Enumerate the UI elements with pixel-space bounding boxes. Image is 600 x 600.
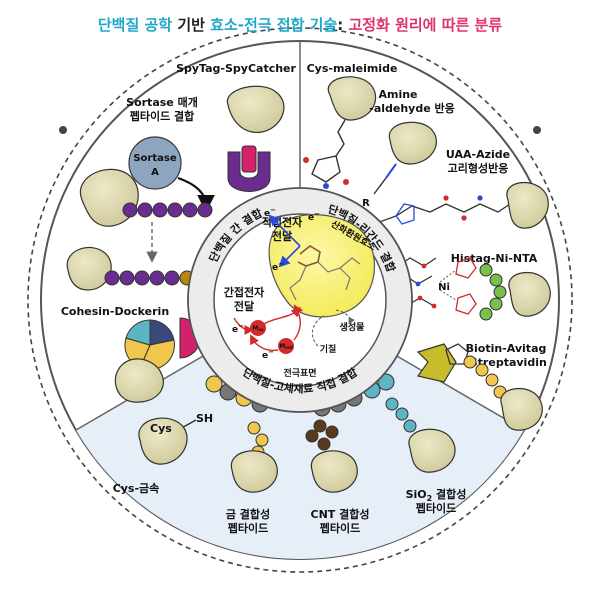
blob-right-5 bbox=[500, 387, 543, 431]
sio2-label-2: 펩타이드 bbox=[416, 501, 456, 515]
blob-bottom-4 bbox=[408, 428, 456, 473]
amine-label-1: Amine bbox=[378, 88, 417, 101]
indirect-arrow-1 bbox=[233, 317, 255, 335]
blob-bottom-3 bbox=[310, 450, 358, 493]
mediator-red-label: Mred bbox=[279, 343, 293, 350]
indirect-transfer-label-2: 전달 bbox=[234, 299, 254, 313]
blob-right-1 bbox=[327, 76, 376, 121]
blob-left-2 bbox=[66, 246, 112, 291]
amine-link-1 bbox=[385, 163, 397, 179]
spytag-label: SpyTag-SpyCatcher bbox=[176, 62, 296, 75]
biotin-label-1: Biotin-Avitag bbox=[466, 342, 547, 355]
mediator-ox-label: Mox bbox=[252, 325, 264, 332]
sortase-label-2: 펩타이드 결합 bbox=[130, 109, 195, 123]
cnt-peptide-beads bbox=[305, 419, 339, 451]
maleimide-n bbox=[323, 183, 329, 189]
blob-bottom-1 bbox=[138, 417, 188, 465]
sortase-a-circle bbox=[128, 136, 182, 190]
r-group-label: R bbox=[362, 198, 370, 209]
product-label: 생성물 bbox=[340, 321, 365, 333]
sortase-name: Sortase bbox=[133, 153, 176, 164]
ring-dot-right bbox=[533, 126, 541, 134]
bottom-sector-bg bbox=[76, 300, 524, 559]
uaa-o-1 bbox=[443, 195, 449, 201]
histag-bead-chain bbox=[479, 263, 507, 321]
sortase-bead-chain-1 bbox=[122, 202, 213, 218]
mediator-red bbox=[278, 338, 294, 354]
sio2-label-1: SiO2 결합성 bbox=[406, 487, 467, 503]
substrate-label: 기질 bbox=[320, 343, 337, 355]
electron-direct-1: e− bbox=[264, 206, 276, 219]
cnt-label-1: CNT 결합성 bbox=[311, 507, 370, 521]
electrode-surface-label: 전극표면 bbox=[283, 367, 316, 379]
divider-bottom-right bbox=[389, 351, 525, 431]
spycatcher-cup bbox=[227, 151, 271, 192]
blob-right-2 bbox=[388, 121, 438, 165]
histag-label: Histag-Ni-NTA bbox=[451, 252, 538, 265]
cnt-label-2: 펩타이드 bbox=[320, 521, 360, 535]
direct-arrow-1 bbox=[268, 214, 301, 247]
gold-label-1: 금 결합성 bbox=[226, 507, 270, 521]
electron-direct-3: e− bbox=[272, 260, 284, 273]
cohesin-label: Cohesin-Dockerin bbox=[61, 305, 169, 318]
uaa-chain bbox=[373, 203, 511, 225]
sio2-peptide-beads bbox=[385, 397, 417, 433]
cys-maleimide-label: Cys-maleimide bbox=[307, 62, 398, 75]
indirect-arrow-4 bbox=[263, 307, 301, 325]
blob-left-3 bbox=[114, 358, 164, 403]
sh-label: SH bbox=[196, 412, 213, 425]
blob-right-3 bbox=[506, 181, 549, 229]
electron-indirect-1: e− bbox=[232, 322, 244, 335]
spytag-peg bbox=[241, 145, 257, 173]
cys-metal-label: Cys-금속 bbox=[113, 482, 160, 495]
triazole-ring bbox=[395, 203, 415, 225]
ni-label: Ni bbox=[438, 282, 450, 293]
left-panel: SpyTag-SpyCatcher 효소 Sortase 매개 펩타이드 결합 … bbox=[61, 62, 297, 403]
direct-arrow-2 bbox=[278, 245, 301, 268]
sortase-letter: A bbox=[151, 167, 159, 178]
bottom-panel: SH Cys Cys-금속 금 결합성 펩타이드 CNT 결합성 펩타이드 bbox=[113, 373, 467, 535]
ring-dot-left bbox=[59, 126, 67, 134]
maleimide-o-1 bbox=[303, 157, 309, 163]
indirect-arrow-3 bbox=[250, 334, 279, 352]
maleimide-linker bbox=[335, 119, 346, 157]
uaa-n bbox=[477, 195, 483, 201]
uaa-o-2 bbox=[461, 215, 467, 221]
electron-indirect-2: e− bbox=[262, 348, 274, 361]
blob-right-4 bbox=[508, 271, 551, 317]
sortase-label-1: Sortase 매개 bbox=[126, 95, 198, 109]
cys-label: Cys bbox=[150, 422, 172, 435]
electron-direct-2: e− bbox=[308, 210, 320, 223]
outer-dashed-ring bbox=[27, 27, 573, 573]
cofactor-structure bbox=[289, 245, 361, 301]
uaa-label-2: 고리형성반응 bbox=[448, 161, 509, 175]
gold-label-2: 펩타이드 bbox=[228, 521, 268, 535]
amine-label-2: -aldehyde 반응 bbox=[369, 101, 455, 115]
enzyme-blob-top bbox=[227, 85, 285, 133]
maleimide-ring bbox=[311, 155, 341, 183]
substrate-arrow bbox=[311, 315, 325, 347]
uaa-label-1: UAA-Azide bbox=[446, 148, 510, 161]
amine-link-2 bbox=[373, 177, 387, 195]
indirect-transfer-label-1: 간접전자 bbox=[224, 285, 265, 299]
avitag-bead-chain bbox=[463, 355, 507, 399]
product-arrow bbox=[335, 309, 355, 325]
diagram-title: 단백질 공학 기반 효소-전극 접합 기술: 고정화 원리에 따른 분류 bbox=[98, 16, 502, 34]
maleimide-o-2 bbox=[343, 179, 349, 185]
blob-bottom-2 bbox=[230, 450, 278, 493]
